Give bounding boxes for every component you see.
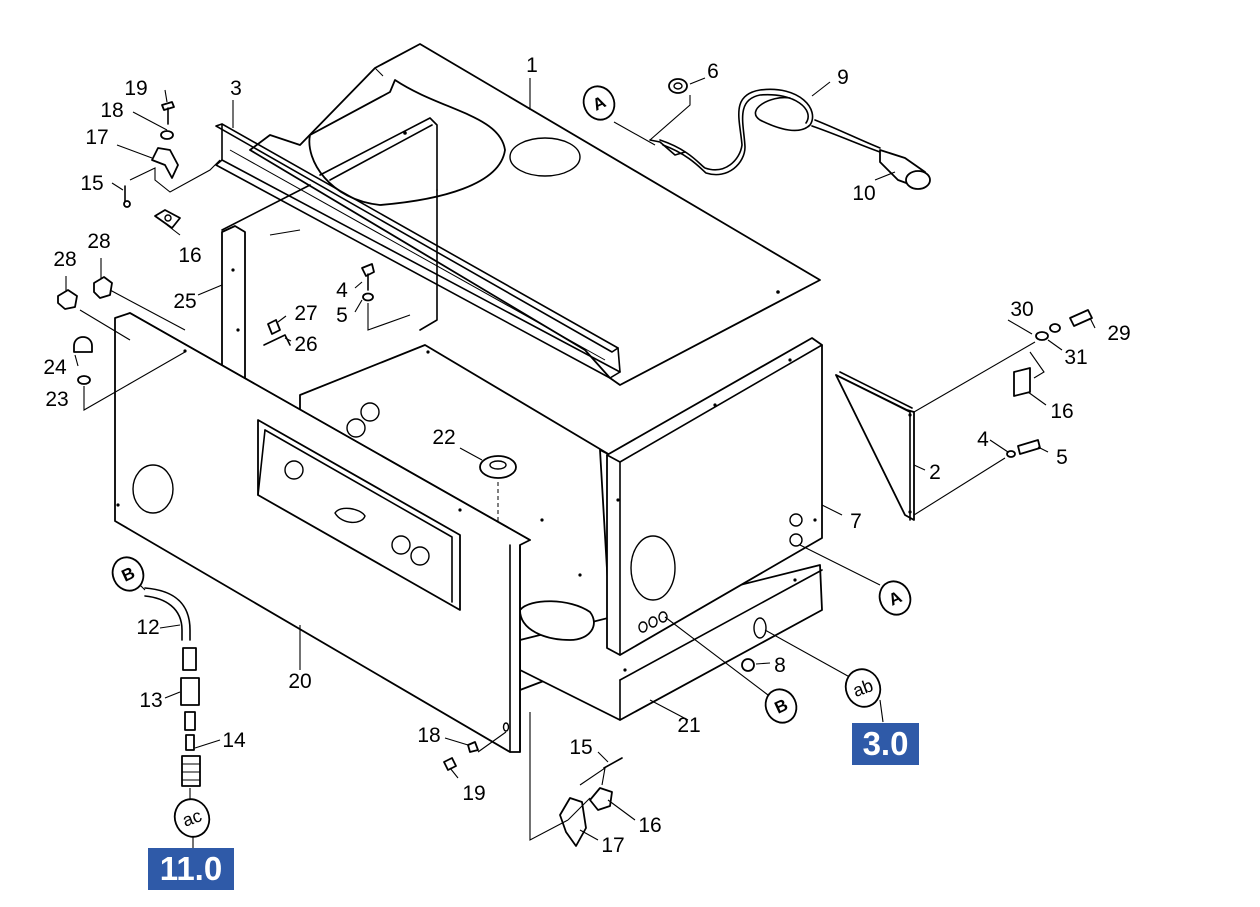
section-badge-3: 3.0 xyxy=(852,723,919,765)
power-cable xyxy=(649,88,881,176)
part-number-labels: 1 3 19 18 17 15 16 28 28 25 24 23 27 26 … xyxy=(43,54,1130,857)
label-24: 24 xyxy=(43,356,67,379)
label-10: 10 xyxy=(852,182,875,205)
connector-b-left: B xyxy=(111,556,145,592)
label-4a: 4 xyxy=(336,279,348,302)
label-16a: 16 xyxy=(178,244,201,267)
label-23: 23 xyxy=(45,388,68,411)
front-panel xyxy=(114,312,531,753)
label-1: 1 xyxy=(526,54,538,77)
label-17b: 17 xyxy=(601,834,624,857)
label-29: 29 xyxy=(1107,322,1130,345)
label-7: 7 xyxy=(850,510,862,533)
label-6: 6 xyxy=(707,60,719,83)
label-8: 8 xyxy=(774,654,786,677)
label-19b: 19 xyxy=(462,782,485,805)
label-2: 2 xyxy=(929,461,941,484)
hardware-left-nuts xyxy=(57,276,113,385)
label-28b: 28 xyxy=(53,248,76,271)
label-26: 26 xyxy=(294,333,317,356)
grommet xyxy=(479,455,517,479)
label-30: 30 xyxy=(1010,298,1033,321)
label-22: 22 xyxy=(432,426,455,449)
label-3: 3 xyxy=(230,77,242,100)
plug-connector xyxy=(879,149,931,190)
connector-a-right: A xyxy=(878,580,912,616)
section-badge-11: 11.0 xyxy=(148,848,234,890)
label-12: 12 xyxy=(136,616,159,639)
hardware-bottom xyxy=(443,658,755,847)
label-5a: 5 xyxy=(336,304,348,327)
connector-b-right: B xyxy=(764,688,798,724)
hardware-right xyxy=(1006,309,1093,458)
hose-assembly xyxy=(144,587,201,787)
label-27: 27 xyxy=(294,302,317,325)
label-18b: 18 xyxy=(417,724,440,747)
label-9: 9 xyxy=(837,66,849,89)
label-19a: 19 xyxy=(124,77,147,100)
label-25: 25 xyxy=(173,290,196,313)
hardware-left-top xyxy=(123,101,181,229)
label-20: 20 xyxy=(288,670,311,693)
top-cover-panel xyxy=(249,43,821,386)
label-21: 21 xyxy=(677,714,700,737)
label-15a: 15 xyxy=(80,172,103,195)
label-13: 13 xyxy=(139,689,162,712)
label-17a: 17 xyxy=(85,126,108,149)
washer-6 xyxy=(668,78,688,94)
label-14: 14 xyxy=(222,729,246,752)
label-15b: 15 xyxy=(569,736,592,759)
right-side-panel xyxy=(606,337,823,656)
rail-strip xyxy=(215,123,621,379)
rear-right-panel xyxy=(835,371,915,521)
label-16c: 16 xyxy=(638,814,661,837)
connector-ac: ac xyxy=(173,798,211,838)
connector-ab: ab xyxy=(844,668,882,708)
leader-lines xyxy=(65,77,1096,850)
label-28a: 28 xyxy=(87,230,110,253)
frame-bracket xyxy=(221,117,438,331)
label-4b: 4 xyxy=(977,428,989,451)
hardware-middle xyxy=(263,263,375,346)
label-18a: 18 xyxy=(100,99,123,122)
label-31: 31 xyxy=(1064,346,1087,369)
connector-a-top: A xyxy=(582,85,616,121)
label-5b: 5 xyxy=(1056,446,1068,469)
label-16b: 16 xyxy=(1050,400,1073,423)
left-side-frame xyxy=(221,225,301,386)
